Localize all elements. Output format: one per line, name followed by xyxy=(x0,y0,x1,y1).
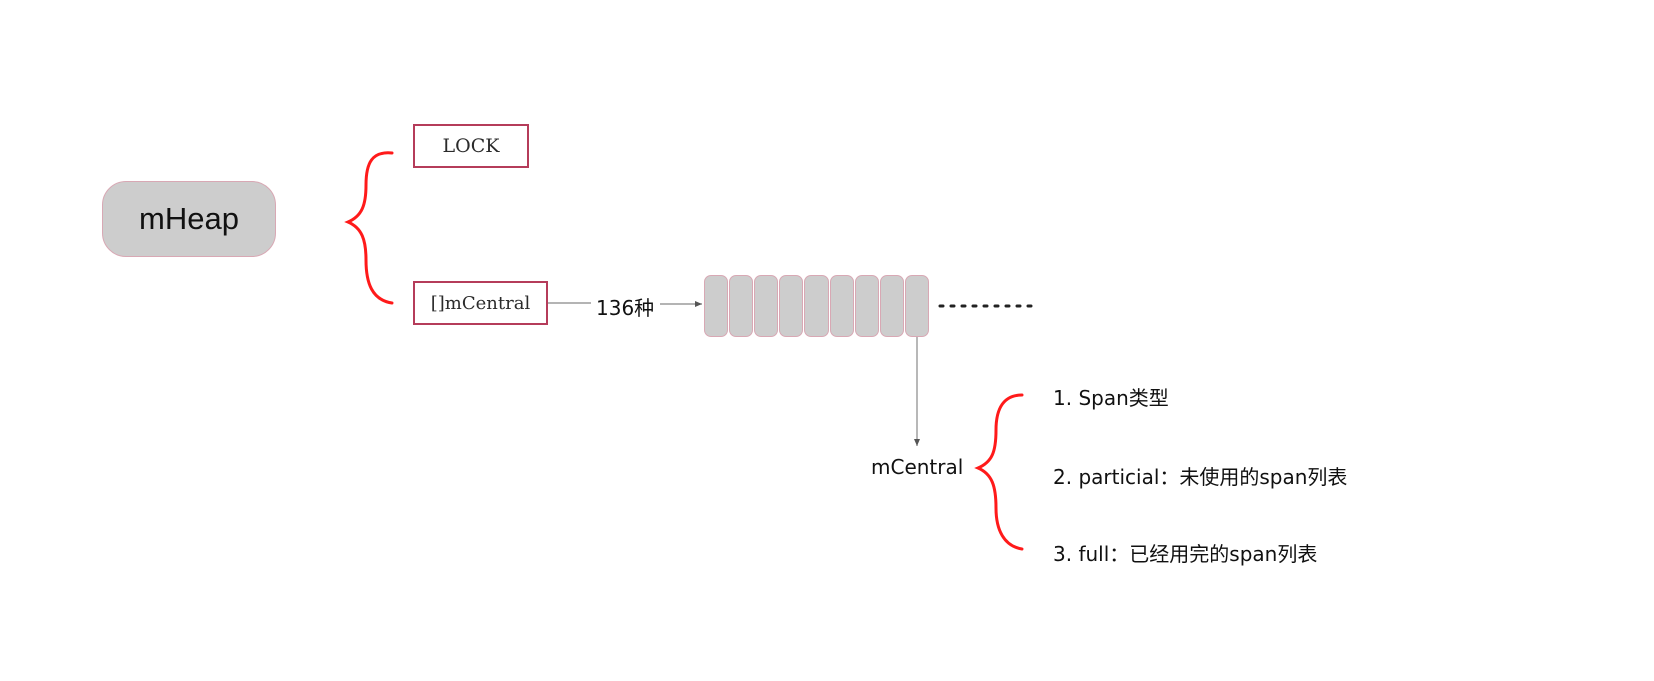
array-cell xyxy=(879,275,904,337)
array-cell xyxy=(704,275,729,337)
array-cell xyxy=(829,275,854,337)
array-cell xyxy=(804,275,829,337)
mcentral-array xyxy=(704,275,930,337)
array-count-label: 136种 xyxy=(596,296,655,320)
array-cell xyxy=(779,275,804,337)
array-cell xyxy=(754,275,779,337)
mheap-brace xyxy=(344,151,394,305)
mcentral-item-partial: 2. particial：未使用的span列表 xyxy=(1053,465,1348,489)
mcentral-item-span-type: 1. Span类型 xyxy=(1053,386,1169,410)
central-array-field-label: []mCentral xyxy=(430,292,531,314)
array-cell xyxy=(854,275,879,337)
array-cell xyxy=(729,275,754,337)
lock-field-box: LOCK xyxy=(413,124,529,168)
mcentral-brace xyxy=(974,393,1024,551)
mcentral-label: mCentral xyxy=(871,455,964,479)
mcentral-item-full: 3. full：已经用完的span列表 xyxy=(1053,542,1318,566)
central-array-field-box: []mCentral xyxy=(413,281,548,325)
array-cell xyxy=(904,275,929,337)
mheap-node: mHeap xyxy=(102,181,276,257)
lock-field-label: LOCK xyxy=(442,135,500,157)
mheap-label: mHeap xyxy=(139,201,239,236)
